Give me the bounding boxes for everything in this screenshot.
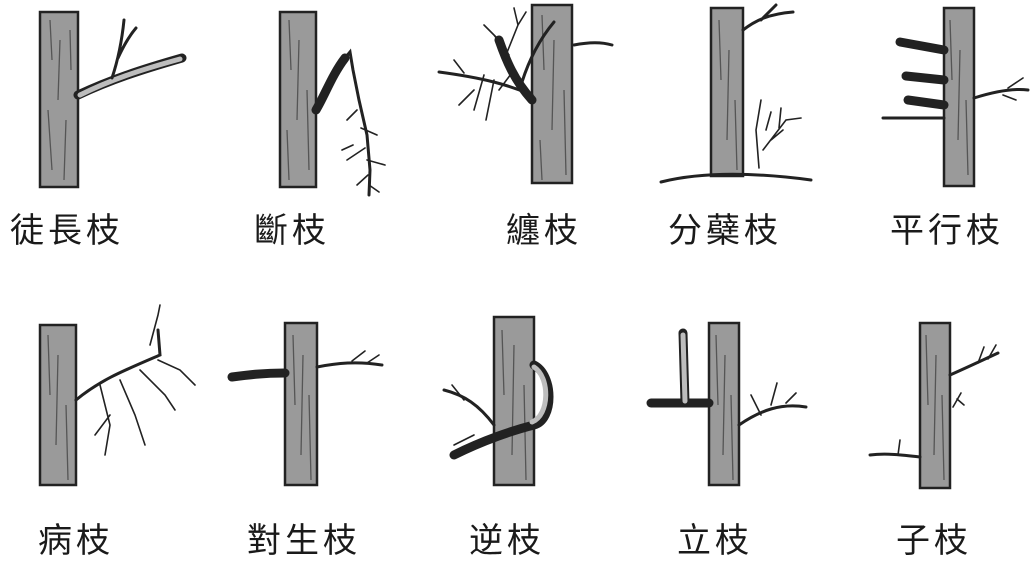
upright-branch-illustration: [646, 321, 808, 487]
label-diseased-branch: 病枝: [38, 521, 114, 561]
diagram-water-sprout: 徒長枝: [0, 0, 207, 274]
diagram-diseased-branch: 病枝: [0, 285, 207, 561]
diagram-sucker: 分蘗枝: [621, 0, 828, 274]
label-upright-branch: 立枝: [677, 521, 753, 561]
parallel-branches-illustration: [881, 6, 1030, 188]
side-shoot-illustration: [868, 321, 1000, 490]
diagram-reverse-branch: 逆枝: [414, 285, 621, 561]
label-tangled-branch: 纏枝: [506, 211, 582, 251]
opposite-branches-illustration: [227, 321, 384, 487]
diagram-upright-branch: 立枝: [621, 285, 828, 561]
sucker-illustration: [659, 3, 813, 184]
diagram-parallel-branches: 平行枝: [828, 0, 1035, 274]
diagram-opposite-branches: 對生枝: [207, 285, 414, 561]
label-water-sprout: 徒長枝: [10, 211, 124, 251]
reverse-branch-illustration: [442, 315, 554, 487]
diagram-broken-branch: 斷枝: [207, 0, 414, 274]
label-broken-branch: 斷枝: [254, 211, 330, 251]
label-sucker: 分蘗枝: [668, 211, 782, 251]
label-reverse-branch: 逆枝: [469, 521, 545, 561]
tangled-branch-illustration: [437, 3, 614, 185]
label-opposite-branches: 對生枝: [247, 521, 361, 561]
diagram-side-shoot: 子枝: [828, 285, 1035, 561]
broken-branch-illustration: [278, 10, 386, 197]
diagram-tangled-branch: 纏枝: [414, 0, 621, 274]
label-side-shoot: 子枝: [896, 521, 972, 561]
label-parallel-branches: 平行枝: [890, 211, 1004, 251]
water-sprout-illustration: [38, 10, 187, 189]
diseased-branch-illustration: [38, 304, 196, 487]
